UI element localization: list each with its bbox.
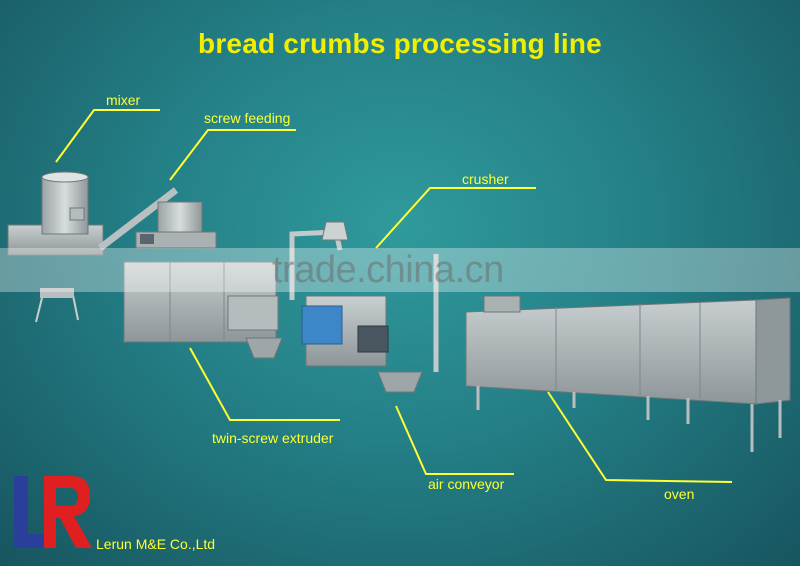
twin-screw-extruder-machine (123, 261, 283, 359)
screw-feeder-machine (97, 187, 217, 251)
page-title: bread crumbs processing line (198, 28, 602, 59)
label-mixer: mixer (106, 92, 141, 108)
oven-machine (465, 295, 791, 452)
company-name: Lerun M&E Co.,Ltd (96, 536, 216, 552)
label-twin-screw-extruder: twin-screw extruder (212, 430, 334, 446)
mixer-leader-line (55, 109, 160, 163)
label-oven: oven (664, 486, 695, 502)
crusher-leader-line (375, 187, 536, 249)
crusher-machine (289, 221, 439, 393)
watermark-band (0, 248, 800, 292)
leader-lines (55, 109, 733, 483)
extruder-leader-line (189, 347, 340, 421)
oven-leader-line (547, 391, 733, 483)
label-air-conveyor: air conveyor (428, 476, 505, 492)
air-conveyor-leader-line (395, 405, 514, 475)
company-logo (14, 476, 92, 548)
label-crusher: crusher (462, 171, 509, 187)
mixer-machine (7, 171, 104, 323)
watermark-text: trade.china.cn (272, 249, 504, 291)
screw-feeding-leader-line (169, 129, 296, 181)
label-screw-feeding: screw feeding (204, 110, 291, 126)
